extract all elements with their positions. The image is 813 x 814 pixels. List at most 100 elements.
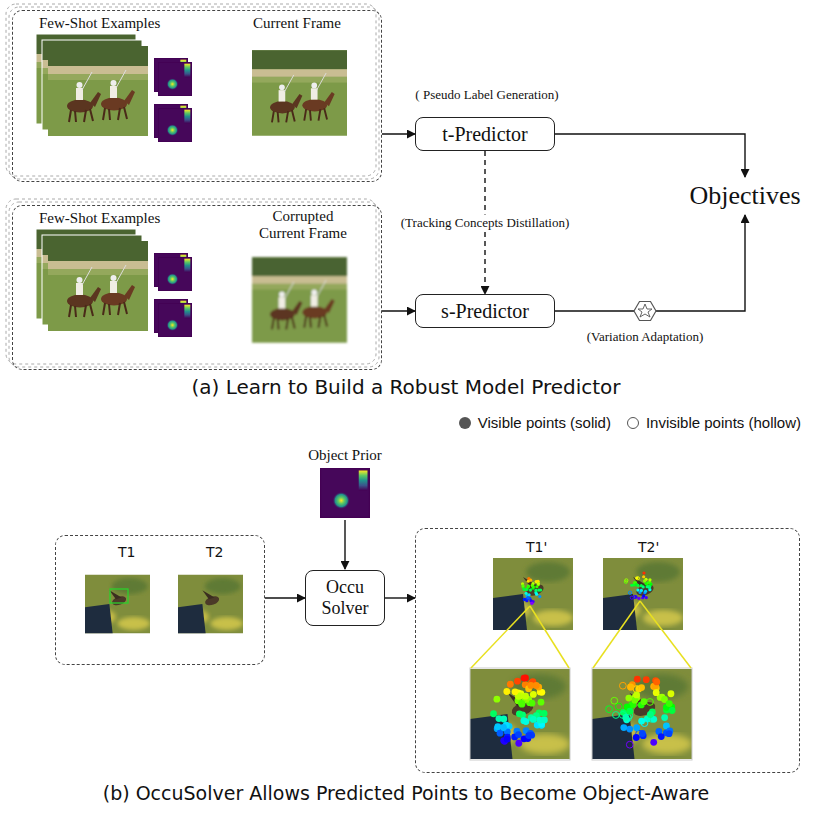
track-point	[534, 589, 537, 592]
track-point	[535, 593, 538, 596]
track-point	[527, 593, 530, 596]
connector	[382, 133, 415, 134]
track-point	[500, 724, 507, 731]
figure-part	[592, 668, 692, 760]
group-title: Few-Shot Examples	[39, 15, 160, 32]
figure-part	[493, 558, 573, 630]
figure-part	[603, 558, 683, 630]
track-point	[521, 584, 524, 587]
track-point	[627, 684, 634, 691]
figure-part	[471, 601, 691, 668]
predictor-box: t-Predictor	[415, 117, 555, 151]
track-point	[639, 730, 646, 737]
point-cloud	[490, 675, 548, 747]
track-point	[522, 718, 529, 725]
track-point	[625, 579, 628, 582]
figure-part	[6, 199, 376, 364]
figure-part	[6, 4, 376, 176]
input-group: Few-Shot Examples Corrupted Current Frame	[12, 205, 382, 370]
track-point	[626, 726, 633, 733]
track-point	[538, 595, 541, 598]
track-point	[537, 589, 540, 592]
track-point	[630, 584, 633, 587]
figure-part	[9, 7, 379, 179]
track-point	[627, 708, 634, 715]
track-point	[490, 710, 497, 717]
figure-part	[252, 257, 347, 343]
figure-part	[638, 304, 652, 317]
step-note: ( Pseudo Label Generation)	[415, 88, 558, 103]
track-point	[503, 688, 510, 695]
track-point	[537, 582, 540, 585]
figure-part	[471, 606, 530, 668]
track-point	[529, 700, 536, 707]
track-point	[529, 588, 532, 591]
figure-part	[158, 62, 192, 96]
connector	[385, 597, 415, 598]
track-point	[643, 579, 646, 582]
track-point	[647, 699, 654, 706]
track-point	[666, 700, 673, 707]
track-point	[612, 712, 619, 719]
figure-part	[593, 601, 640, 668]
track-point	[526, 596, 529, 599]
panel-caption: (b) OccuSolver Allows Predicted Points t…	[103, 783, 710, 805]
solid-swatch	[459, 417, 471, 429]
figure-part	[470, 668, 570, 760]
figure-part	[470, 669, 570, 759]
track-point	[507, 681, 514, 688]
panel-caption: (a) Learn to Build a Robust Model Predic…	[191, 376, 620, 399]
legend-item: Visible points (solid)	[459, 414, 611, 431]
box-label: Occu Solver	[314, 577, 376, 618]
track-point	[515, 740, 522, 747]
track-point	[637, 597, 640, 600]
tracked-points	[490, 571, 675, 748]
connector	[265, 597, 305, 598]
track-point	[644, 590, 647, 593]
track-point	[528, 682, 535, 689]
track-point	[634, 583, 637, 586]
connector	[555, 134, 745, 177]
edge-label: (Tracking Concepts Distillation)	[398, 214, 573, 231]
figure-part	[9, 202, 379, 367]
group-title: Few-Shot Examples	[39, 210, 160, 227]
track-point	[633, 692, 640, 699]
frame-label: T1'	[526, 539, 547, 555]
track-point	[633, 734, 640, 741]
stacked-outlines	[6, 4, 379, 367]
point-cloud	[624, 571, 652, 600]
track-point	[526, 586, 529, 589]
track-point	[535, 585, 538, 588]
track-point	[635, 577, 638, 580]
track-point	[649, 583, 652, 586]
box-label: s-Predictor	[441, 300, 529, 323]
track-point	[638, 718, 645, 725]
figure-part	[178, 575, 243, 634]
track-point	[504, 736, 511, 743]
track-point	[626, 741, 633, 748]
output-group: T1'T2'	[415, 528, 800, 773]
figure-part	[592, 669, 692, 759]
track-point	[646, 581, 649, 584]
track-point	[658, 733, 665, 740]
figure-part	[320, 468, 370, 518]
group-title: Corrupted Current Frame	[248, 208, 358, 243]
legend: Visible points (solid)Invisible points (…	[459, 414, 801, 431]
node-label: Objectives	[689, 181, 800, 211]
track-point	[636, 588, 639, 591]
point-cloud	[606, 676, 676, 748]
track-point	[653, 689, 660, 696]
figure-part	[344, 520, 345, 569]
track-point	[529, 579, 532, 582]
track-point	[611, 697, 618, 704]
figure-part	[158, 257, 192, 291]
figure-part	[48, 46, 148, 136]
track-point	[497, 730, 504, 737]
solver-box: Occu Solver	[305, 570, 385, 626]
track-point	[640, 589, 643, 592]
input-label: Object Prior	[308, 447, 382, 464]
track-point	[645, 596, 648, 599]
